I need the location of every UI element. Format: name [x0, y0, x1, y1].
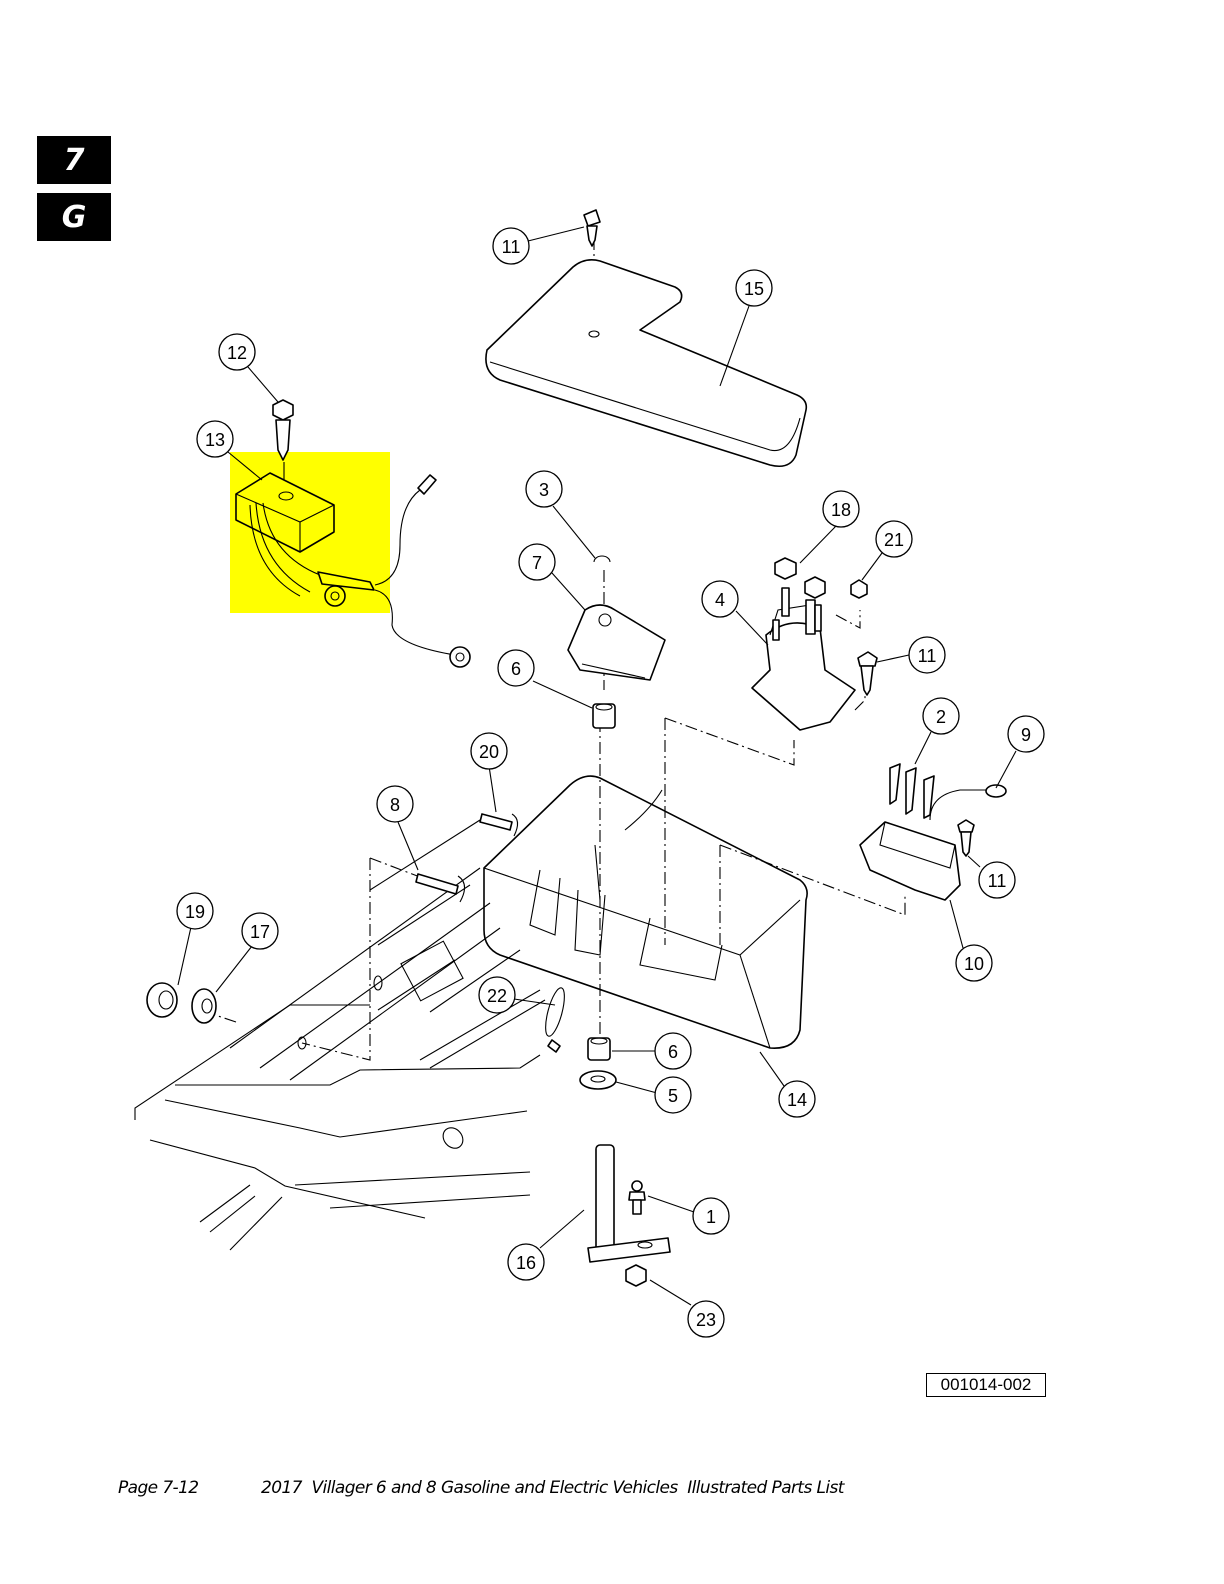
part-16-shaft	[587, 1144, 671, 1263]
svg-text:3: 3	[539, 480, 549, 500]
part-7-gear	[567, 604, 666, 681]
svg-text:6: 6	[511, 659, 521, 679]
callout-4: 4	[701, 580, 739, 618]
svg-text:1: 1	[706, 1207, 716, 1227]
svg-text:4: 4	[715, 590, 725, 610]
leader-lines	[177, 226, 1017, 1306]
part-18-nut-2	[804, 576, 826, 599]
svg-text:11: 11	[918, 646, 937, 666]
callout-7: 7	[518, 543, 556, 581]
callout-2: 2	[922, 697, 960, 735]
part-6-bushing-top	[592, 703, 616, 729]
callout-12: 12	[218, 333, 256, 371]
part-1-ball-stud	[628, 1180, 646, 1215]
callout-1: 1	[692, 1197, 730, 1235]
frame-outline	[134, 819, 546, 1251]
callout-14: 14	[778, 1080, 816, 1118]
part-4-solenoid	[751, 587, 856, 731]
callout-16: 16	[507, 1243, 545, 1281]
callout-20: 20	[470, 732, 508, 770]
part-9-wire	[929, 784, 1007, 821]
part-11-screw-top	[583, 209, 601, 247]
svg-text:9: 9	[1021, 725, 1031, 745]
part-10-fuse-block	[859, 821, 961, 901]
part-3-clip	[593, 555, 611, 563]
part-6-bushing-bottom	[587, 1037, 611, 1061]
svg-text:6: 6	[668, 1042, 678, 1062]
section-tab: G	[37, 193, 111, 241]
svg-text:20: 20	[479, 742, 499, 762]
part-14-housing	[483, 775, 808, 1049]
assembly-lines	[211, 238, 906, 1061]
svg-text:11: 11	[502, 237, 521, 257]
svg-text:12: 12	[227, 343, 247, 363]
svg-text:8: 8	[390, 795, 400, 815]
part-11-screw-block	[957, 819, 975, 857]
callout-10: 10	[955, 944, 993, 982]
svg-text:21: 21	[884, 530, 904, 550]
svg-text:17: 17	[250, 922, 270, 942]
drawing-number: 001014-002	[926, 1373, 1046, 1397]
callout-5: 5	[654, 1076, 692, 1114]
callout-18: 18	[822, 490, 860, 528]
callout-11-block: 11	[978, 861, 1016, 899]
callout-8: 8	[376, 785, 414, 823]
svg-text:19: 19	[185, 902, 205, 922]
part-19-nut	[146, 982, 178, 1018]
svg-text:22: 22	[487, 986, 507, 1006]
svg-text:13: 13	[205, 430, 225, 450]
part-23-nut	[625, 1264, 647, 1287]
part-18-nut	[774, 557, 797, 580]
part-11-screw-solenoid	[857, 651, 878, 696]
callout-9: 9	[1007, 715, 1045, 753]
svg-text:11: 11	[988, 871, 1007, 891]
callout-6-top: 6	[497, 649, 535, 687]
part-13-module	[235, 472, 471, 668]
part-20-bolt	[479, 813, 519, 837]
svg-text:18: 18	[831, 500, 851, 520]
svg-text:7: 7	[532, 553, 542, 573]
part-8-bolt	[415, 873, 466, 903]
part-15-cover	[485, 259, 808, 468]
callout-11-top: 11	[492, 227, 530, 265]
svg-text:16: 16	[516, 1253, 536, 1273]
footer-document-title: 2017 Villager 6 and 8 Gasoline and Elect…	[261, 1478, 844, 1498]
footer-page-number: Page 7-12	[118, 1478, 199, 1498]
callout-13: 13	[196, 420, 234, 458]
svg-text:14: 14	[787, 1090, 807, 1110]
chapter-tab: 7	[37, 136, 111, 184]
part-2-fuses	[889, 763, 935, 819]
part-5-washer	[579, 1070, 617, 1090]
part-12-screw	[272, 399, 294, 488]
part-21-nut	[850, 579, 868, 599]
callout-15: 15	[735, 269, 773, 307]
part-17-washer	[191, 988, 217, 1024]
svg-text:23: 23	[696, 1310, 716, 1330]
part-22-tie-strap	[545, 987, 565, 1053]
callout-19: 19	[176, 892, 214, 930]
callout-6-bottom: 6	[654, 1032, 692, 1070]
svg-text:15: 15	[744, 279, 764, 299]
svg-text:2: 2	[936, 707, 946, 727]
callout-11-solenoid: 11	[908, 636, 946, 674]
callout-21: 21	[875, 520, 913, 558]
callout-22: 22	[478, 976, 516, 1014]
callout-3: 3	[525, 470, 563, 508]
callout-23: 23	[687, 1300, 725, 1338]
callout-17: 17	[241, 912, 279, 950]
svg-text:10: 10	[964, 954, 984, 974]
svg-text:5: 5	[668, 1086, 678, 1106]
